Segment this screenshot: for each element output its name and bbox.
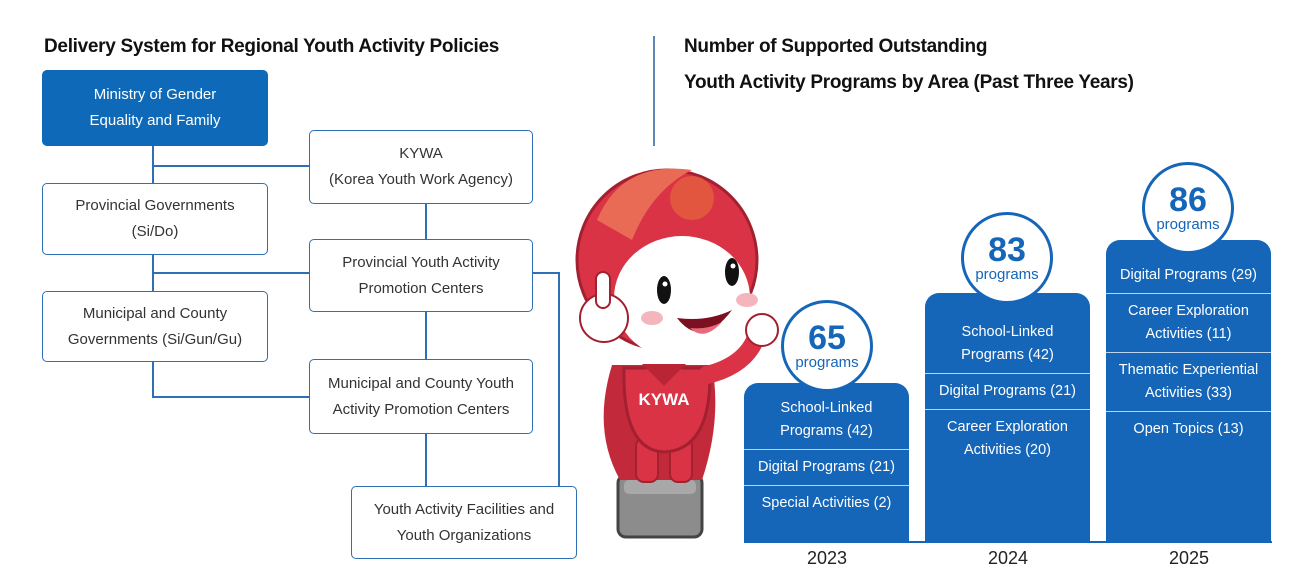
mascot-badge-text: KYWA [639, 390, 690, 409]
connector [152, 396, 310, 398]
baseline [744, 541, 1272, 543]
program-item: Digital Programs (21) [925, 374, 1090, 410]
program-item: Special Activities (2) [761, 495, 892, 511]
program-item: Digital Programs (21) [744, 450, 909, 486]
municipal-centers-box: Municipal and County Youth Activity Prom… [309, 359, 533, 434]
facilities-box: Youth Activity Facilities and Youth Orga… [351, 486, 577, 559]
kywa-box: KYWA (Korea Youth Work Agency) [309, 130, 533, 204]
left-diagram-title: Delivery System for Regional Youth Activ… [44, 36, 499, 57]
total-bubble-2025: 86 programs [1142, 162, 1234, 254]
ministry-box: Ministry of Gender Equality and Family [42, 70, 268, 146]
program-item: Open Topics (13) [1133, 421, 1244, 437]
year-label-2025: 2025 [1168, 548, 1210, 568]
connector [152, 362, 154, 398]
year-label-2024: 2024 [987, 548, 1029, 568]
connector [532, 272, 560, 274]
connector [425, 204, 427, 239]
connector [425, 434, 427, 486]
right-title-line2: Youth Activity Programs by Area (Past Th… [684, 72, 1134, 93]
section-divider [653, 36, 655, 146]
program-item: Digital Programs (29) [1106, 258, 1271, 294]
connector [152, 272, 310, 274]
connector [425, 312, 427, 359]
municipal-governments-box: Municipal and County Governments (Si/Gun… [42, 291, 268, 362]
year-label-2023: 2023 [806, 548, 848, 568]
total-bubble-2023: 65 programs [781, 300, 873, 392]
connector [152, 165, 310, 167]
provincial-governments-box: Provincial Governments (Si/Do) [42, 183, 268, 255]
provincial-centers-box: Provincial Youth Activity Promotion Cent… [309, 239, 533, 312]
total-bubble-2024: 83 programs [961, 212, 1053, 304]
right-title-line1: Number of Supported Outstanding [684, 36, 988, 57]
connector [558, 272, 560, 526]
kywa-mascot-illustration: KYWA [575, 168, 779, 539]
bar-2025: Digital Programs (29) Career Exploration… [1106, 240, 1271, 541]
